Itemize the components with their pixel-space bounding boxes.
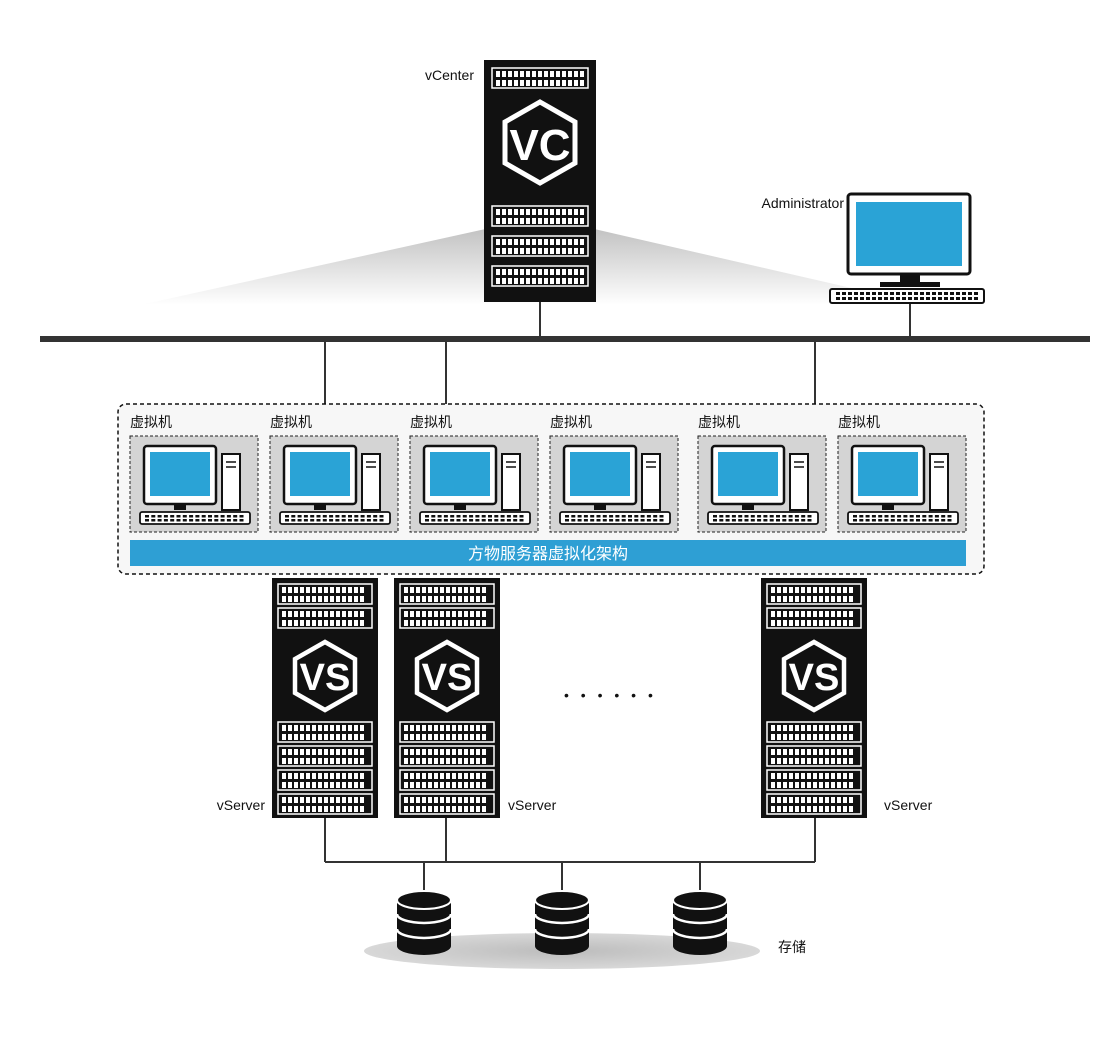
storage-disk-icon <box>533 890 591 955</box>
drive-bay <box>766 607 862 629</box>
vserver-label-1: vServer <box>217 797 266 813</box>
drive-bay <box>277 793 373 815</box>
vm-tile: 虚拟机 <box>409 415 539 533</box>
drive-bay <box>277 583 373 605</box>
vm-screen <box>150 452 210 496</box>
drive-bay <box>766 745 862 767</box>
vc-hexagon-icon <box>502 99 578 186</box>
ellipsis: • • • • • • <box>564 687 657 703</box>
drive-bay <box>766 793 862 815</box>
vcenter-label: vCenter <box>425 67 474 83</box>
storage-disk-icon <box>671 890 729 955</box>
vc-badge: VC <box>509 121 570 170</box>
vs-badge: VS <box>789 657 840 699</box>
drive-bay <box>277 745 373 767</box>
drive-bay <box>399 583 495 605</box>
vm-screen <box>430 452 490 496</box>
vserver: VS <box>394 578 500 818</box>
drive-bay <box>277 607 373 629</box>
drive-bay <box>766 721 862 743</box>
virtualization-banner <box>130 540 966 566</box>
vm-screen <box>570 452 630 496</box>
drive-bay <box>491 235 589 257</box>
vs-badge: VS <box>300 657 351 699</box>
vm-tile: 虚拟机 <box>549 415 679 533</box>
vm-tile: 虚拟机 <box>129 415 259 533</box>
banner-label: 方物服务器虚拟化架构 <box>468 544 628 563</box>
drive-bay <box>399 607 495 629</box>
vm-label: 虚拟机 <box>130 415 172 431</box>
drive-bay <box>491 67 589 89</box>
vs-hexagon-icon <box>414 639 480 713</box>
vserver-label-2: vServer <box>508 797 557 813</box>
drive-bay <box>766 769 862 791</box>
drive-bay <box>766 583 862 605</box>
vm-label: 虚拟机 <box>410 415 452 431</box>
vs-hexagon-icon <box>292 639 358 713</box>
drive-bay <box>399 793 495 815</box>
vm-screen <box>718 452 778 496</box>
vcenter-server: VC <box>484 60 596 302</box>
network-backbone <box>40 336 1090 342</box>
drive-bay <box>399 745 495 767</box>
drive-bay <box>491 265 589 287</box>
vserver: VS <box>272 578 378 818</box>
drive-bay <box>399 769 495 791</box>
vcenter-drive-bays <box>491 67 589 287</box>
drive-bay <box>399 721 495 743</box>
administrator-label: Administrator <box>762 195 845 211</box>
drive-bay <box>277 769 373 791</box>
vm-label: 虚拟机 <box>838 415 880 431</box>
vm-tile: 虚拟机 <box>269 415 399 533</box>
vserver-row: VS VS VS <box>272 578 867 818</box>
vserver: VS <box>761 578 867 818</box>
storage-label: 存储 <box>778 940 806 956</box>
vm-tile: 虚拟机 <box>697 415 827 533</box>
vm-tile: 虚拟机 <box>837 415 967 533</box>
vserver-label-3: vServer <box>884 797 933 813</box>
storage-disks <box>395 890 729 955</box>
vm-row: 虚拟机 虚拟机 虚拟机 虚拟机 虚拟机 虚拟机 <box>129 415 967 533</box>
vm-label: 虚拟机 <box>270 415 312 431</box>
network-connectors <box>324 302 911 890</box>
vs-hexagon-icon <box>781 639 847 713</box>
drive-bay <box>277 721 373 743</box>
vs-badge: VS <box>422 657 473 699</box>
vm-screen <box>858 452 918 496</box>
vm-screen <box>290 452 350 496</box>
vm-label: 虚拟机 <box>698 415 740 431</box>
administrator-workstation <box>829 192 985 304</box>
vm-label: 虚拟机 <box>550 415 592 431</box>
storage-disk-icon <box>395 890 453 955</box>
drive-bay <box>491 205 589 227</box>
